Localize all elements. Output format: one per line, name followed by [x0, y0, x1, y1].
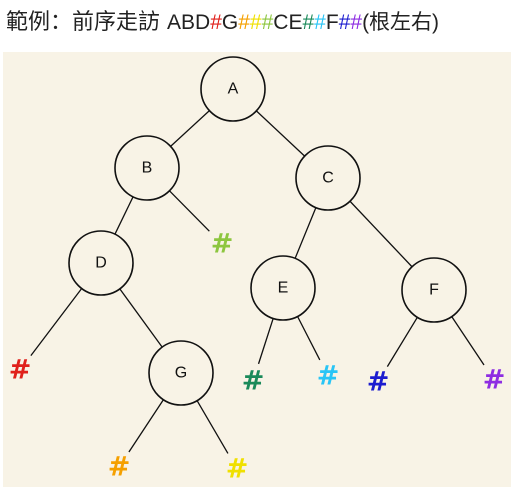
- tree-node-e: E: [250, 255, 316, 321]
- edge-A-C: [255, 110, 306, 157]
- tree-node-c: C: [295, 145, 361, 211]
- node-label: G: [175, 365, 187, 382]
- tree-edges: [30, 110, 485, 454]
- edge-F-n8: [451, 316, 485, 366]
- sequence-null-token: #: [350, 11, 363, 34]
- node-circle: [68, 230, 134, 296]
- node-circle: [295, 145, 361, 211]
- tree-panel: A B C D E F G # # # # # # # #: [3, 52, 511, 487]
- sequence-null-token: #: [338, 11, 351, 34]
- tree-node-a: A: [200, 56, 266, 122]
- node-label: D: [95, 255, 107, 272]
- edge-E-n6: [296, 316, 321, 361]
- edge-D-n1: [30, 288, 83, 357]
- sequence-node-token: E: [288, 11, 303, 34]
- null-marker-n4: #: [211, 229, 234, 260]
- sequence-node-token: D: [195, 11, 211, 34]
- edge-G-n3: [196, 400, 229, 454]
- edge-B-n4: [169, 190, 210, 232]
- heading-suffix: (根左右): [362, 11, 440, 34]
- tree-node-d: D: [68, 230, 134, 296]
- tree-node-g: G: [148, 340, 214, 406]
- tree-node-f: F: [401, 257, 467, 323]
- null-marker-n2: #: [108, 452, 131, 483]
- sequence-node-token: C: [273, 11, 289, 34]
- sequence-null-token: #: [314, 11, 326, 34]
- sequence-node-token: F: [325, 11, 339, 34]
- edge-B-D: [114, 196, 134, 235]
- node-circle: [114, 135, 180, 201]
- sequence-null-token: #: [238, 11, 250, 34]
- edge-C-E: [294, 207, 317, 259]
- null-marker-n6: #: [317, 361, 340, 392]
- node-label: B: [142, 160, 153, 177]
- sequence-null-token: #: [261, 11, 274, 34]
- node-circle: [200, 56, 266, 122]
- sequence-null-token: #: [249, 11, 262, 34]
- node-label: E: [278, 280, 289, 297]
- node-circle: [148, 340, 214, 406]
- edge-E-n5: [257, 318, 274, 365]
- edge-C-F: [349, 200, 413, 268]
- edge-F-n7: [386, 316, 418, 367]
- tree-nodes: A B C D E F G: [68, 56, 467, 406]
- tree-node-b: B: [114, 135, 180, 201]
- binary-tree-diagram: A B C D E F G # # # # # # # #: [9, 56, 506, 485]
- edge-D-G: [119, 288, 163, 348]
- sequence-node-token: G: [221, 11, 239, 34]
- traversal-heading: 範例：前序走訪 ABD#G###CE##F##(根左右): [6, 4, 439, 40]
- null-markers: # # # # # # # #: [9, 229, 506, 485]
- edge-G-n2: [128, 399, 164, 453]
- node-circle: [401, 257, 467, 323]
- node-label: A: [228, 81, 239, 98]
- sequence-node-token: B: [181, 11, 196, 34]
- node-label: F: [429, 282, 439, 299]
- null-marker-n5: #: [242, 366, 265, 397]
- node-circle: [250, 255, 316, 321]
- sequence-null-token: #: [302, 11, 315, 34]
- node-label: C: [322, 170, 334, 187]
- edge-A-B: [170, 110, 210, 147]
- sequence-node-token: A: [167, 11, 182, 34]
- null-marker-n8: #: [483, 365, 506, 396]
- null-marker-n7: #: [367, 367, 390, 398]
- null-marker-n1: #: [9, 355, 32, 386]
- sequence-null-token: #: [210, 11, 222, 34]
- heading-prefix: 範例：前序走訪: [6, 10, 167, 35]
- null-marker-n3: #: [226, 454, 249, 485]
- preorder-sequence: ABD#G###CE##F##: [167, 11, 362, 34]
